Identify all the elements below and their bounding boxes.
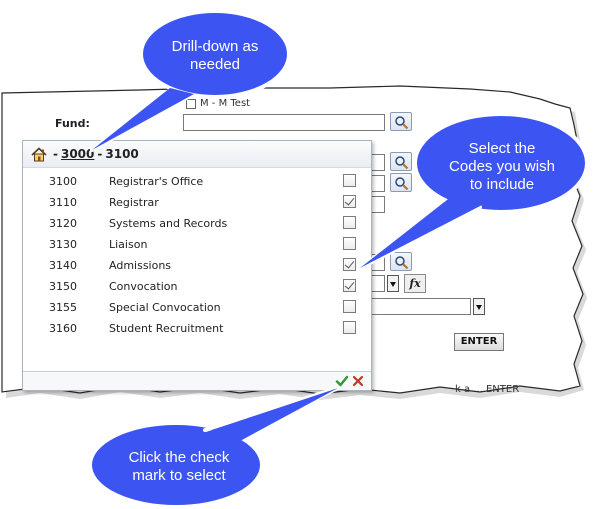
code-value: 3120	[49, 217, 77, 230]
code-checkbox[interactable]	[343, 216, 356, 229]
code-value: 3100	[49, 175, 77, 188]
fund-label: Fund:	[55, 117, 90, 130]
select-row-10[interactable]	[371, 298, 471, 315]
code-checkbox[interactable]	[343, 195, 356, 208]
code-checkbox[interactable]	[343, 321, 356, 334]
formula-button[interactable]: fx	[404, 274, 426, 293]
enter-button[interactable]: ENTER	[454, 333, 504, 351]
list-item[interactable]: 3110 Registrar	[23, 192, 371, 213]
list-item[interactable]: 3160 Student Recruitment	[23, 318, 371, 339]
breadcrumb-separator: -	[97, 147, 103, 161]
code-name[interactable]: Admissions	[109, 259, 172, 272]
magnifier-icon	[395, 116, 409, 130]
dropdown-caret-row-9[interactable]	[387, 275, 399, 292]
mtest-label: M - M Test	[200, 98, 251, 109]
lookup-button-3[interactable]	[390, 152, 412, 171]
footer-hint-text: k a ... ENTER	[455, 384, 520, 395]
check-icon[interactable]	[335, 374, 349, 388]
popup-footer	[23, 371, 371, 390]
input-row-3[interactable]	[371, 154, 385, 171]
input-row-9[interactable]	[371, 275, 385, 292]
lookup-button-4[interactable]	[390, 173, 412, 192]
callout-line: to include	[469, 176, 535, 193]
breadcrumb-current: 3100	[105, 147, 139, 161]
mtest-checkbox[interactable]	[186, 98, 196, 109]
code-value: 3110	[49, 196, 77, 209]
code-value: 3160	[49, 322, 77, 335]
code-name[interactable]: Student Recruitment	[109, 322, 224, 335]
fund-lookup-button[interactable]	[390, 112, 412, 131]
breadcrumb-link-3000[interactable]: 3000	[60, 147, 95, 161]
callout-check-text: Click the check mark to select	[104, 449, 254, 485]
code-value: 3150	[49, 280, 77, 293]
input-row-5[interactable]	[371, 196, 385, 213]
code-checkbox[interactable]	[343, 258, 356, 271]
list-item[interactable]: 3100 Registrar's Office	[23, 171, 371, 192]
close-icon[interactable]	[351, 374, 365, 388]
code-name[interactable]: Liaison	[109, 238, 148, 251]
code-value: 3140	[49, 259, 77, 272]
breadcrumb: - 3000 - 3100	[23, 141, 371, 168]
code-name[interactable]: Special Convocation	[109, 301, 221, 314]
callout-drilldown-text: Drill-down as needed	[150, 38, 280, 74]
callout-line: Select the	[468, 140, 536, 157]
magnifier-icon	[395, 156, 409, 170]
list-item[interactable]: 3150 Convocation	[23, 276, 371, 297]
callout-line: needed	[189, 56, 241, 73]
input-row-4[interactable]	[371, 175, 385, 192]
fund-input[interactable]	[183, 114, 385, 131]
code-value: 3130	[49, 238, 77, 251]
list-item[interactable]: 3155 Special Convocation	[23, 297, 371, 318]
code-value: 3155	[49, 301, 77, 314]
code-name[interactable]: Convocation	[109, 280, 178, 293]
code-name[interactable]: Systems and Records	[109, 217, 228, 230]
input-row-8[interactable]	[371, 254, 385, 271]
mtest-option[interactable]: M - M Test	[186, 98, 250, 109]
code-picker-popup: - 3000 - 3100 3100 Registrar's Office 31…	[22, 140, 372, 391]
list-item[interactable]: 3120 Systems and Records	[23, 213, 371, 234]
magnifier-icon	[395, 177, 409, 191]
code-checkbox[interactable]	[343, 279, 356, 292]
code-name[interactable]: Registrar's Office	[109, 175, 204, 188]
callout-select-text: Select the Codes you wish to include	[442, 140, 562, 194]
magnifier-icon	[395, 256, 409, 270]
dropdown-caret-row-10[interactable]	[473, 298, 485, 315]
list-item[interactable]: 3130 Liaison	[23, 234, 371, 255]
code-checkbox[interactable]	[343, 174, 356, 187]
home-icon[interactable]	[31, 146, 47, 162]
code-name[interactable]: Registrar	[109, 196, 159, 209]
code-checkbox[interactable]	[343, 237, 356, 250]
code-list: 3100 Registrar's Office 3110 Registrar 3…	[23, 171, 371, 339]
code-checkbox[interactable]	[343, 300, 356, 313]
lookup-button-8[interactable]	[390, 252, 412, 271]
list-item[interactable]: 3140 Admissions	[23, 255, 371, 276]
callout-line: mark to select	[132, 467, 226, 484]
breadcrumb-separator: -	[53, 147, 58, 161]
callout-line: Codes you wish	[449, 158, 555, 175]
callout-line: Drill-down as	[171, 38, 259, 55]
callout-line: Click the check	[128, 449, 230, 466]
